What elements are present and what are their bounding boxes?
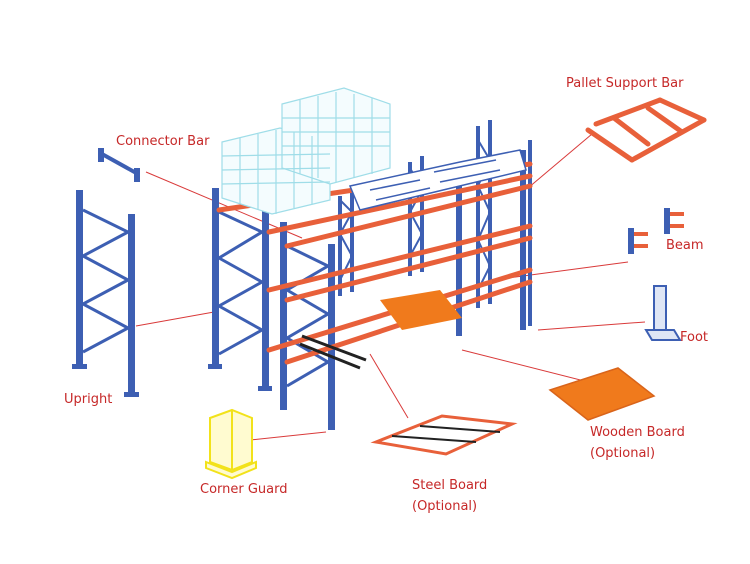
pallet-support-bar-part (585, 97, 707, 163)
label-pallet-support-bar: Pallet Support Bar (566, 76, 684, 91)
label-corner-guard: Corner Guard (200, 482, 288, 497)
foot-part (644, 285, 682, 341)
leader-upright (135, 311, 215, 327)
wooden-board-installed (380, 290, 462, 330)
leader-pallet-support-bar (527, 133, 593, 189)
leader-corner-guard (249, 431, 327, 441)
leader-steel-board (369, 353, 409, 419)
label-beam: Beam (666, 238, 704, 253)
front-upright-frame-1 (208, 188, 272, 391)
connector-bar-part (98, 148, 140, 182)
pallet-grid-top (348, 149, 527, 211)
steel-board-part (370, 414, 518, 456)
label-upright: Upright (64, 392, 113, 407)
label-steel-board-optional: (Optional) (412, 499, 478, 514)
leader-foot (537, 321, 646, 331)
upright-part (72, 190, 139, 397)
front-upright-frame-2 (280, 222, 335, 430)
label-wooden-board-optional: (Optional) (590, 446, 656, 461)
label-foot: Foot (680, 330, 709, 345)
beam-part (628, 208, 684, 254)
label-steel-board: Steel Board (412, 478, 488, 493)
wooden-board-part (548, 367, 656, 421)
corner-guard-part (205, 408, 257, 480)
pallet-load (221, 87, 391, 215)
label-connector-bar: Connector Bar (116, 134, 210, 149)
steel-board-installed (299, 334, 367, 370)
label-wooden-board: Wooden Board (590, 425, 685, 440)
leader-connector-bar (145, 171, 303, 239)
